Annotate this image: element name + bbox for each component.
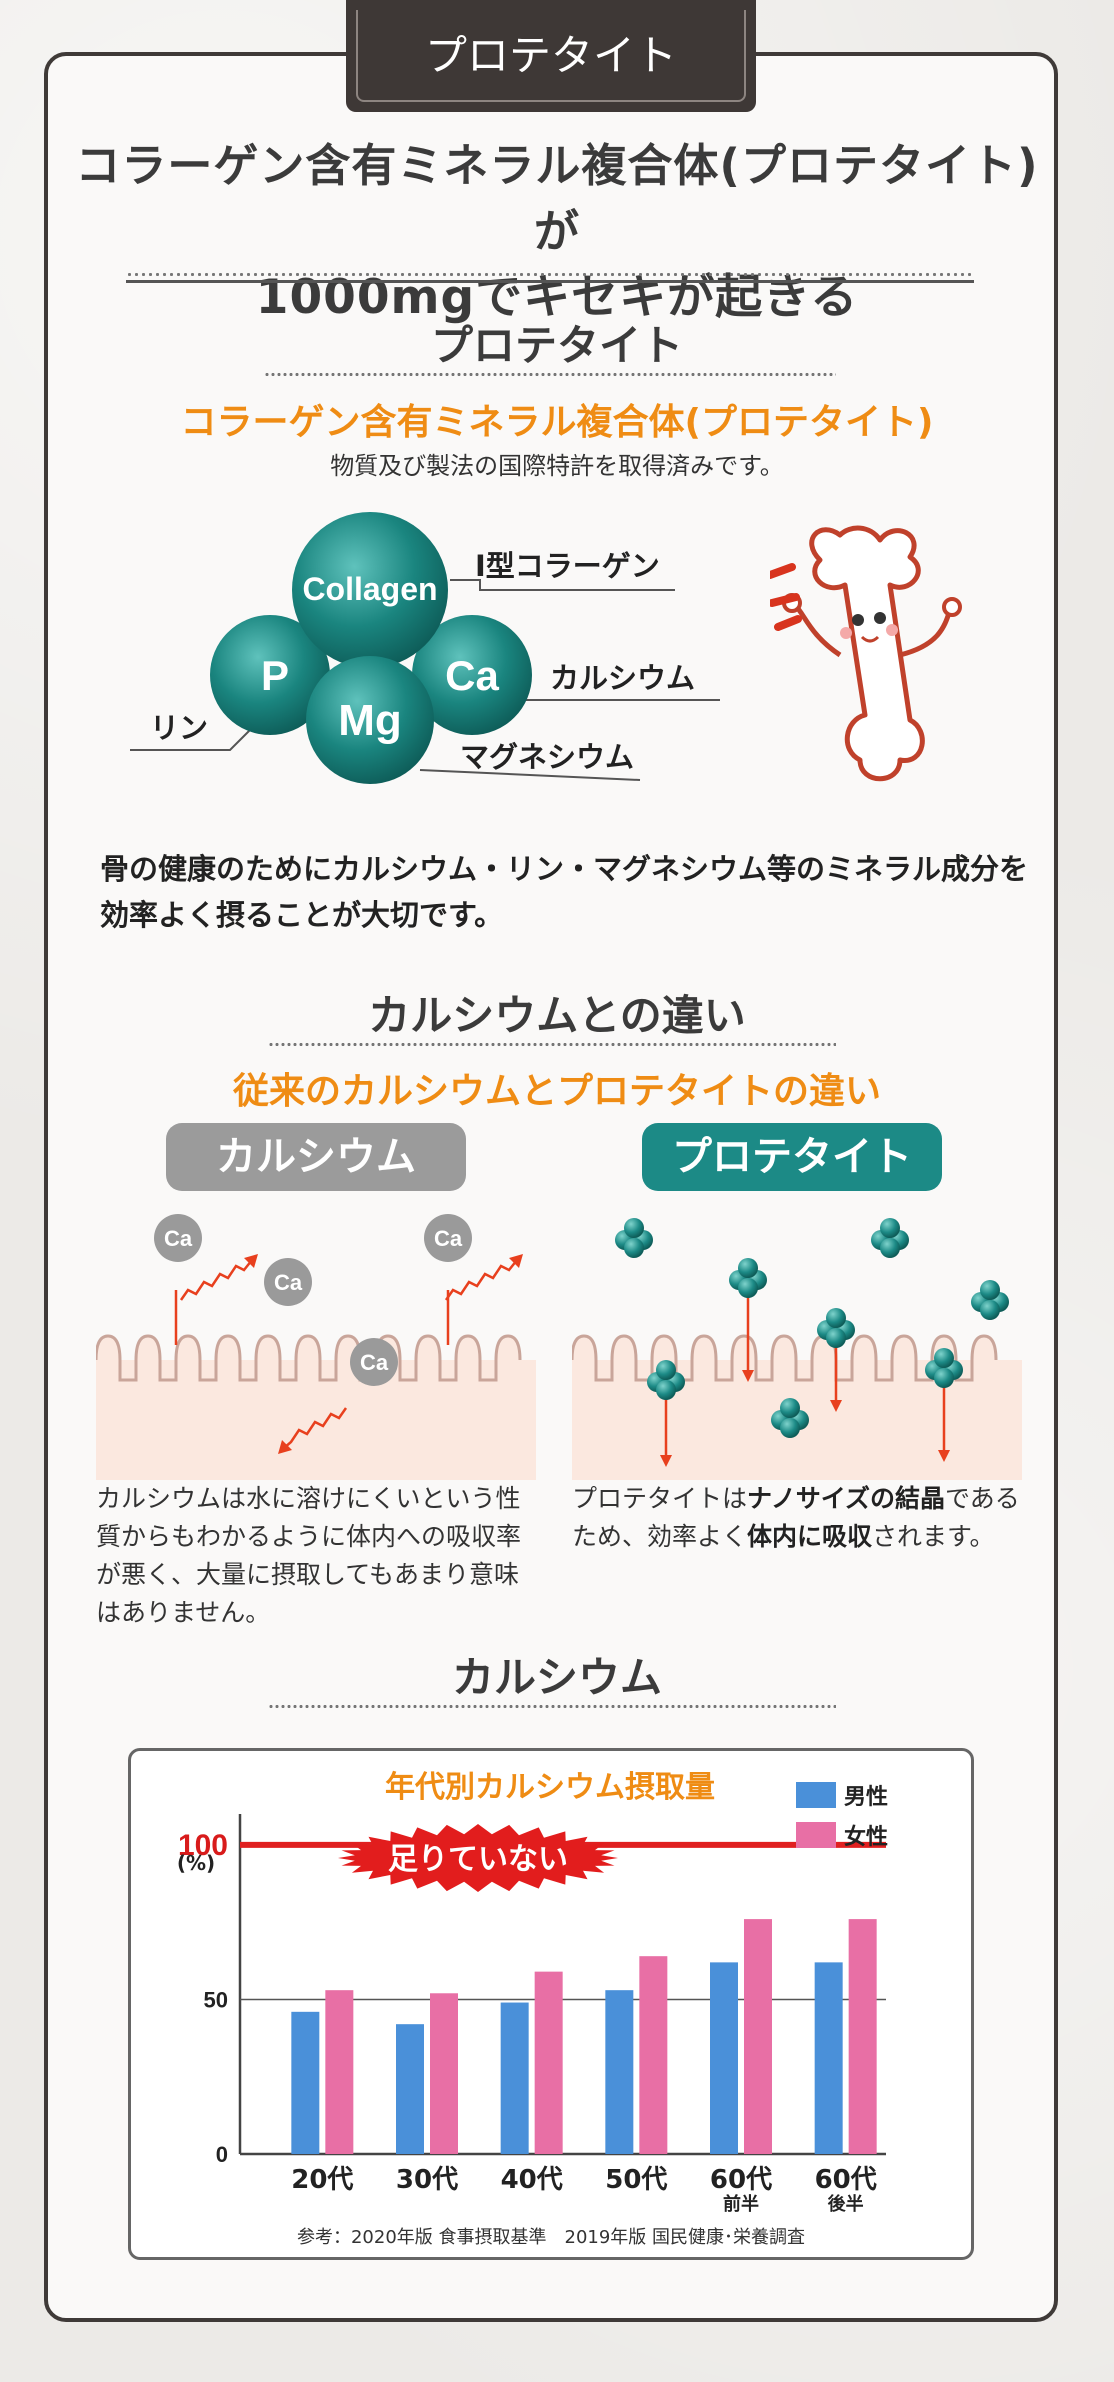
protetite-pill: プロテタイト [642, 1123, 942, 1191]
x-tick-label: 30代 [396, 2165, 458, 2195]
bone-right-arm [899, 609, 953, 658]
mg-label: Mg [338, 696, 402, 745]
badge-burst [338, 1824, 618, 1892]
section1-rule [264, 372, 836, 377]
bone-body [809, 525, 925, 782]
main-title: コラーゲン含有ミネラル複合体(プロテタイト)が 1000mgでキセキが起きる [60, 133, 1054, 331]
section2-rule [268, 1042, 836, 1047]
protetite-explanation: プロテタイトはナノサイズの結晶であるため、効率よく体内に吸収されます。 [572, 1484, 1020, 1551]
bone-character-illustration [770, 525, 962, 782]
legend-label: 女性 [844, 1824, 888, 1850]
x-tick-sublabel: 前半 [723, 2193, 759, 2215]
calcium-pill: カルシウム [166, 1123, 466, 1191]
mg-leader-line [419, 769, 641, 781]
ca-particle-4: Ca [360, 1350, 389, 1375]
bar-male [500, 2002, 529, 2154]
bone-right-eye [874, 612, 886, 624]
chart-title: 年代別カルシウム摂取量 [385, 1770, 715, 1805]
molecule-diagram: Collagen P Ca Mg Ⅰ型コラーゲン カルシウム マグネシウム リン [130, 512, 720, 784]
ca-label: Ca [445, 652, 499, 699]
x-tick-label: 50代 [605, 2165, 667, 2195]
calcium-absorption-diagram: Ca Ca Ca Ca [96, 1214, 536, 1480]
y-tick-label: 0 [216, 2142, 228, 2167]
section1-body-line-2: 効率よく摂ることが大切です。 [100, 898, 504, 932]
main-title-line-1: コラーゲン含有ミネラル複合体(プロテタイト)が [75, 139, 1039, 258]
patent-note: 物質及び製法の国際特許を取得済みです。 [330, 452, 784, 480]
bar-male [814, 1962, 843, 2154]
collagen-caption: Ⅰ型コラーゲン [475, 549, 660, 583]
legend-swatch [796, 1822, 836, 1848]
title-dotted-rule [126, 271, 974, 278]
mg-sphere [306, 656, 434, 784]
ca-caption: カルシウム [550, 661, 695, 695]
main-title-line-2: 1000mgでキセキが起きる [255, 270, 859, 325]
collagen-leader-line [450, 579, 675, 591]
intestine-wall [96, 1334, 522, 1382]
nano-cluster [871, 1218, 909, 1258]
bar-female [325, 1990, 354, 2154]
section2-heading: カルシウムとの違い [368, 991, 746, 1040]
p-leader-line [130, 729, 251, 751]
bone-left-eye [852, 614, 864, 626]
tab-label: プロテタイト [424, 31, 677, 80]
badge-label: 足りていない [388, 1842, 568, 1877]
nano-cluster [615, 1218, 653, 1258]
y-unit-label: (%) [177, 1851, 215, 1875]
chart-source: 参考：2020年版 食事摂取基準 2019年版 国民健康･栄養調査 [297, 2227, 805, 2248]
calcium-explanation: カルシウムは水に溶けにくいという性質からもわかるように体内への吸収率が悪く、大量… [96, 1484, 522, 1627]
y-tick-label: 50 [204, 1987, 228, 2012]
x-tick-label: 60代 [710, 2165, 772, 2195]
p-label: P [261, 652, 289, 699]
section3-heading: カルシウム [451, 1653, 662, 1702]
bar-female [744, 1919, 772, 2154]
nano-cluster [971, 1280, 1009, 1320]
title-solid-rule [126, 280, 974, 283]
collagen-sphere [292, 512, 448, 668]
section3-rule [268, 1704, 836, 1709]
y-tick-label: 100 [178, 1829, 228, 1862]
bar-female [848, 1919, 877, 2154]
ca-particle-3: Ca [434, 1226, 463, 1251]
x-tick-label: 40代 [501, 2165, 563, 2195]
ca-particle-2: Ca [274, 1270, 303, 1295]
section1-subheading: コラーゲン含有ミネラル複合体(プロテタイト) [180, 402, 934, 443]
section1-body-line-1: 骨の健康のためにカルシウム・リン・マグネシウム等のミネラル成分を [100, 852, 1029, 886]
x-tick-label: 20代 [291, 2165, 353, 2195]
protetite-absorption-diagram [572, 1218, 1022, 1480]
bar-male [605, 1990, 634, 2154]
section1-heading: プロテタイト [430, 321, 683, 370]
bar-male [710, 1962, 738, 2154]
p-caption: リン [150, 711, 208, 745]
emphasis-marks [770, 563, 802, 631]
p-sphere [210, 615, 330, 735]
bar-male [396, 2024, 424, 2154]
collagen-label: Collagen [302, 571, 437, 607]
nano-cluster [729, 1258, 767, 1298]
x-tick-sublabel: 後半 [828, 2193, 864, 2215]
bar-female [534, 1971, 563, 2154]
intestine-wall-2 [572, 1334, 998, 1382]
bar-female [430, 1993, 458, 2154]
section2-subheading: 従来のカルシウムとプロテタイトの違い [232, 1071, 881, 1112]
ca-sphere [412, 615, 532, 735]
legend-swatch [796, 1782, 836, 1808]
mg-caption: マグネシウム [460, 740, 634, 774]
bone-left-arm [793, 603, 842, 658]
bar-male [291, 2011, 320, 2154]
ca-particle-1: Ca [164, 1226, 193, 1251]
legend-label: 男性 [844, 1785, 888, 1810]
section1-body: 骨の健康のためにカルシウム・リン・マグネシウム等のミネラル成分を 効率よく摂るこ… [100, 846, 1030, 938]
bar-female [639, 1956, 668, 2154]
section-tab: プロテタイト [346, 0, 756, 112]
x-tick-label: 60代 [815, 2165, 877, 2195]
